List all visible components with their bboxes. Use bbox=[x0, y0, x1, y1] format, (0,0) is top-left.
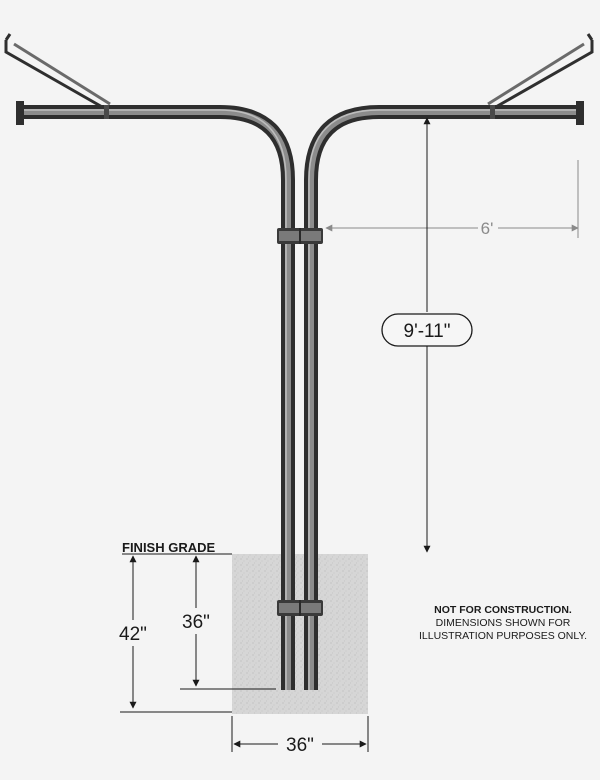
pole-height-dimension: 9'-11" bbox=[381, 117, 473, 553]
footing-width-label: 36" bbox=[286, 735, 314, 756]
finish-grade-label: FINISH GRADE bbox=[122, 540, 216, 555]
disclaimer-title: NOT FOR CONSTRUCTION. bbox=[434, 604, 572, 616]
footing-width-dimension: 36" bbox=[231, 716, 369, 756]
total-depth-dimension: 42" bbox=[116, 555, 232, 713]
right-arm-brace bbox=[487, 33, 594, 110]
arm-length-dimension: 6' bbox=[325, 160, 579, 238]
left-arm-fitting bbox=[104, 105, 109, 119]
upper-clamp bbox=[277, 228, 323, 244]
arm-length-label: 6' bbox=[481, 219, 494, 238]
pole-embed-dimension: 36" bbox=[178, 555, 276, 690]
disclaimer-line-3: ILLUSTRATION PURPOSES ONLY. bbox=[418, 630, 588, 642]
lower-clamp bbox=[277, 600, 323, 616]
total-depth-label: 42" bbox=[119, 624, 147, 645]
right-arm-fitting bbox=[490, 105, 495, 119]
left-pole bbox=[16, 101, 295, 690]
pole-height-callout bbox=[381, 313, 473, 347]
pole-embed-label: 36" bbox=[182, 612, 210, 633]
disclaimer-line-2: DIMENSIONS SHOWN FOR bbox=[435, 617, 571, 629]
right-pole bbox=[304, 101, 584, 690]
left-arm-brace bbox=[4, 33, 111, 110]
pole-height-label: 9'-11" bbox=[404, 321, 451, 342]
disclaimer-note: NOT FOR CONSTRUCTION. DIMENSIONS SHOWN F… bbox=[408, 604, 598, 643]
concrete-footing bbox=[232, 554, 368, 714]
